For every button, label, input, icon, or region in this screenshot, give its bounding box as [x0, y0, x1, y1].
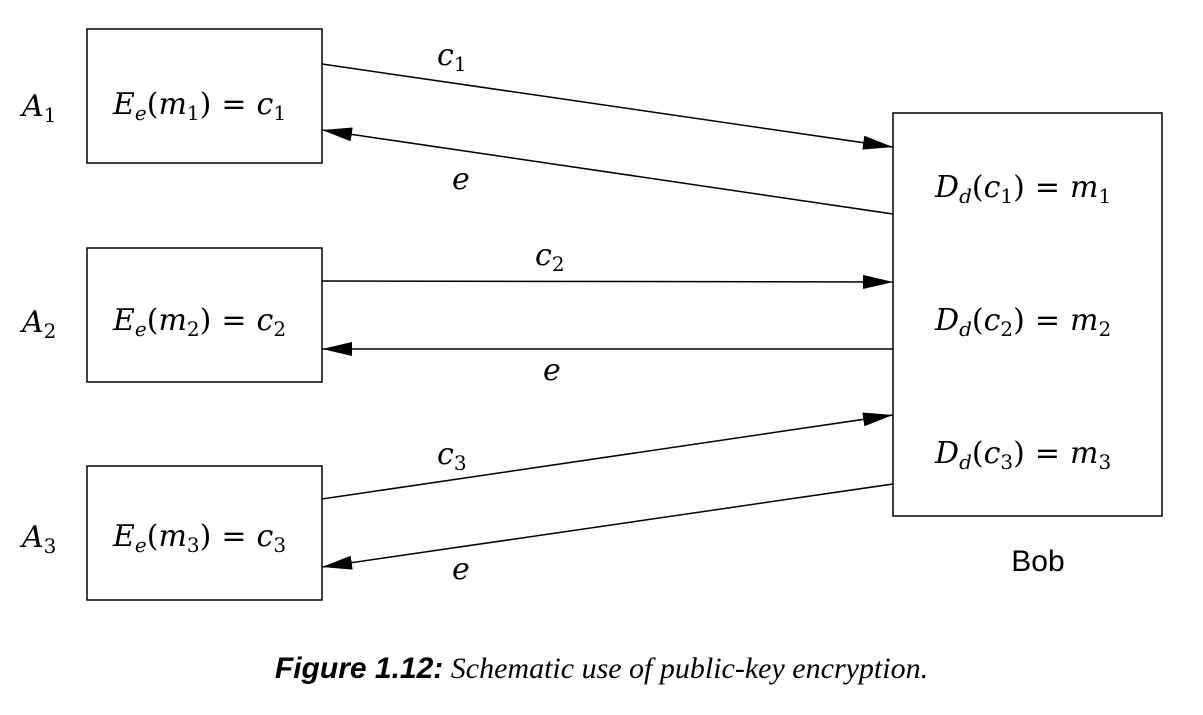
ciphertext-arrow-2: [321, 274, 894, 289]
figure-caption: Figure 1.12: Schematic use of public-key…: [0, 652, 1203, 686]
decryption-formula-1: Dd(c1)=m1: [934, 170, 1111, 208]
receiver-label: Bob: [1011, 545, 1064, 578]
decryption-formula-3: Dd(c3)=m3: [934, 436, 1111, 474]
key-arrow-3: [321, 483, 894, 570]
encryption-formula-1: Ee(m1)=c1: [112, 87, 286, 125]
encryption-formula-3: Ee(m3)=c3: [112, 519, 286, 557]
key-arrow-1: [321, 127, 894, 215]
sender-box-a2: [86, 247, 323, 383]
sender-box-a3: [86, 465, 323, 601]
figure-caption-text: Schematic use of public-key encryption.: [450, 652, 929, 685]
ciphertext-arrow-label-3: c3: [437, 437, 467, 475]
figure-caption-label: Figure 1.12:: [274, 652, 444, 685]
key-arrow-label-2: e: [543, 353, 561, 388]
ciphertext-arrow-3: [321, 412, 894, 500]
sender-label-a1: A1: [19, 89, 56, 127]
sender-box-a1: [86, 28, 323, 164]
receiver-box-bob: [892, 112, 1163, 517]
ciphertext-arrow-1: [321, 63, 894, 150]
encryption-formula-2: Ee(m2)=c2: [112, 303, 286, 341]
sender-label-a2: A2: [19, 305, 56, 343]
key-arrow-label-3: e: [452, 552, 470, 587]
sender-label-a3: A3: [19, 520, 56, 558]
ciphertext-arrow-label-2: c2: [535, 238, 565, 276]
decryption-formula-2: Dd(c2)=m2: [934, 303, 1111, 341]
key-arrow-label-1: e: [452, 162, 470, 197]
ciphertext-arrow-label-1: c1: [437, 38, 467, 76]
